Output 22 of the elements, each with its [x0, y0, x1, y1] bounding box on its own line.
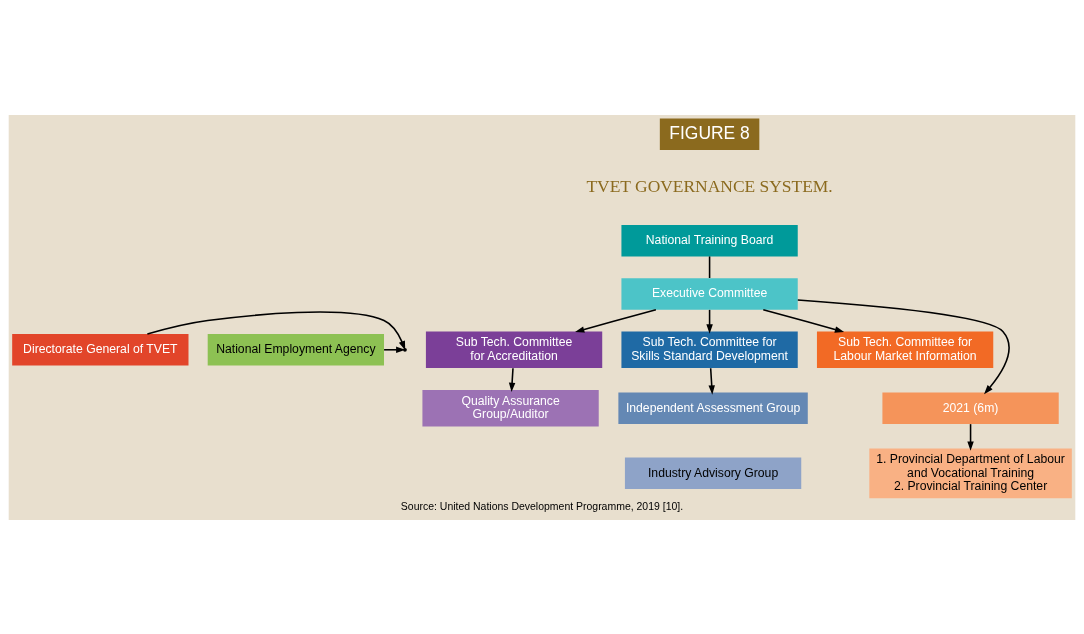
diagram-title: TVET GOVERNANCE SYSTEM. — [586, 175, 833, 196]
arrow — [797, 298, 1010, 394]
node-box: Executive Committee — [621, 277, 798, 310]
arrow — [575, 308, 657, 333]
label: FIGURE 8 — [669, 122, 750, 143]
arrow — [967, 422, 974, 451]
arrow — [508, 367, 516, 392]
caption: Source: United Nations Development Programme, 2019 [10]. — [400, 500, 684, 512]
node-box: 2021 (6m) — [882, 392, 1059, 424]
arrow — [762, 308, 845, 333]
node-box: Sub Tech. Committee for Labour Market Information — [816, 330, 994, 368]
node-box: Sub Tech. Committee for Accreditation — [425, 330, 603, 368]
node-box: National Training Board — [621, 224, 798, 256]
connector — [708, 255, 711, 279]
arrow — [708, 367, 715, 395]
node-box: National Employment Agency — [207, 333, 384, 365]
node-box: Quality Assurance Group/Auditor — [422, 389, 599, 427]
node-box: Independent Assessment Group — [618, 392, 808, 424]
node-box: Directorate General of TVET — [12, 333, 189, 365]
node-box: Sub Tech. Committee for Skills Standard Development — [621, 330, 798, 368]
node-box: Industry Advisory Group — [624, 457, 802, 489]
node-box: 1. Provincial Department of Labour and Vocational Training 2. Provincial Training Center — [869, 447, 1072, 498]
